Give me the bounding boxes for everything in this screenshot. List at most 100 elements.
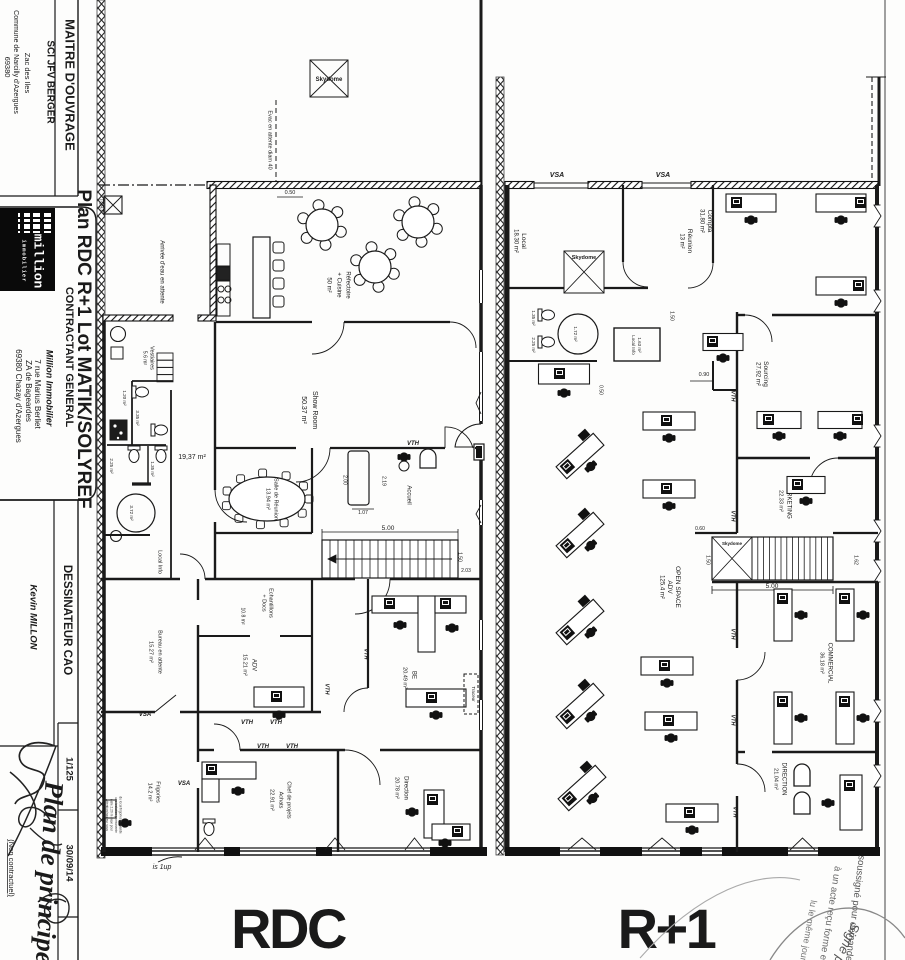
svg-text:125.4 m²: 125.4 m²: [658, 575, 664, 599]
svg-text:+ Cuisine: + Cuisine: [335, 272, 341, 298]
svg-text:Echantillons: Echantillons: [268, 588, 274, 618]
svg-text:50 m²: 50 m²: [325, 277, 331, 292]
svg-text:ZA de Bageardes: ZA de Bageardes: [24, 360, 33, 422]
svg-text:2.00: 2.00: [342, 475, 348, 485]
svg-text:1.50: 1.50: [669, 311, 675, 321]
svg-text:VTH: VTH: [730, 629, 736, 641]
svg-text:Arrivée d'eau en attente: Arrivée d'eau en attente: [158, 240, 164, 304]
svg-text:10.8 m²: 10.8 m²: [240, 608, 246, 625]
svg-text:MAITRE D'OUVRAGE: MAITRE D'OUVRAGE: [63, 19, 78, 151]
svg-text:31.80 m²: 31.80 m²: [698, 209, 704, 233]
svg-text:1/125: 1/125: [63, 757, 74, 781]
svg-text:19,37 m²: 19,37 m²: [178, 454, 206, 461]
svg-text:18.30 m²: 18.30 m²: [512, 229, 518, 253]
svg-text:Show Room: Show Room: [311, 391, 318, 429]
svg-text:1.50: 1.50: [705, 555, 711, 565]
svg-text:Evac en attente diam 40: Evac en attente diam 40: [267, 110, 273, 169]
svg-text:Million Immobilier: Million Immobilier: [45, 350, 55, 427]
svg-text:million: million: [31, 234, 46, 289]
svg-text:ADV: ADV: [250, 659, 256, 671]
svg-text:VTH: VTH: [730, 511, 736, 523]
svg-text:Kevin MILLON: Kevin MILLON: [27, 585, 38, 651]
svg-text:22.91 m²: 22.91 m²: [269, 789, 275, 811]
svg-text:27.92 m²: 27.92 m²: [754, 362, 760, 386]
svg-text:VSA: VSA: [178, 781, 190, 787]
svg-text:36.18 m²: 36.18 m²: [819, 652, 825, 674]
svg-text:DESSINATEUR CAO: DESSINATEUR CAO: [61, 565, 73, 675]
svg-text:VTH: VTH: [730, 715, 736, 727]
svg-text:Accueil: Accueil: [405, 485, 411, 504]
svg-text:30/09/14: 30/09/14: [63, 845, 74, 883]
svg-text:Achats: Achats: [278, 792, 284, 809]
svg-text:+ Docs: + Docs: [261, 594, 267, 612]
svg-text:Commune de Narcilly d'Azergues: Commune de Narcilly d'Azergues: [12, 10, 19, 114]
svg-text:Sourcing: Sourcing: [762, 361, 769, 387]
svg-text:50.37 m²: 50.37 m²: [300, 396, 307, 424]
svg-text:22.33 m²: 22.33 m²: [778, 490, 784, 512]
svg-text:Local Info: Local Info: [157, 550, 163, 574]
svg-text:Skydome: Skydome: [316, 77, 343, 83]
svg-text:15.21 m²: 15.21 m²: [242, 654, 248, 676]
svg-text:OPEN SPACE: OPEN SPACE: [674, 566, 681, 608]
svg-text:VTH: VTH: [257, 744, 270, 750]
svg-text:BE: BE: [410, 671, 416, 679]
svg-text:0.60: 0.60: [695, 526, 705, 532]
svg-text:Réfectoire: Réfectoire: [344, 271, 350, 299]
svg-text:0.90: 0.90: [699, 372, 710, 378]
svg-text:Compta: Compta: [706, 210, 713, 233]
svg-text:Direction: Direction: [402, 776, 408, 800]
svg-text:SCI JFV BERGER: SCI JFV BERGER: [44, 40, 55, 124]
svg-text:TGBT: TGBT: [98, 198, 104, 211]
svg-text:du local frigories demande: du local frigories demande: [119, 796, 123, 834]
svg-text:immobilier: immobilier: [21, 239, 28, 282]
svg-text:VTH: VTH: [363, 649, 369, 661]
svg-text:5.6 m²: 5.6 m²: [142, 351, 148, 366]
svg-text:69380 Chazay d'Azergues: 69380 Chazay d'Azergues: [14, 349, 23, 443]
svg-text:15.27 m²: 15.27 m²: [148, 641, 154, 663]
svg-text:VTH: VTH: [730, 391, 736, 403]
svg-text:1.62: 1.62: [853, 555, 859, 565]
svg-text:(Non contractuel): (Non contractuel): [7, 839, 16, 897]
svg-text:3.35 m²: 3.35 m²: [135, 410, 140, 426]
svg-text:VTH: VTH: [407, 441, 420, 447]
svg-text:Bureau en attente: Bureau en attente: [157, 630, 163, 674]
svg-text:7 rue Marius Berliet: 7 rue Marius Berliet: [33, 359, 42, 429]
svg-text:MARKETING: MARKETING: [785, 483, 791, 519]
svg-text:0.50: 0.50: [285, 190, 296, 196]
svg-text:Chef de projets: Chef de projets: [286, 781, 292, 819]
svg-text:20.49 m²: 20.49 m²: [402, 667, 408, 689]
svg-text:Attention hauteur sous: Attention hauteur sous: [105, 799, 109, 831]
svg-text:13 m²: 13 m²: [678, 233, 684, 248]
svg-text:VTH: VTH: [324, 684, 330, 696]
svg-text:3.72 m²: 3.72 m²: [129, 505, 134, 521]
svg-text:VTH: VTH: [241, 720, 254, 726]
svg-text:une isolation permanente: une isolation permanente: [114, 797, 118, 833]
svg-text:Traceur: Traceur: [471, 686, 476, 702]
svg-text:Frigories: Frigories: [155, 781, 161, 803]
svg-text:2.19: 2.19: [381, 476, 387, 486]
svg-text:1.63 m²: 1.63 m²: [637, 337, 642, 353]
svg-text:Skydome: Skydome: [572, 255, 596, 261]
svg-text:R+1: R+1: [618, 897, 716, 960]
svg-text:14.2 m²: 14.2 m²: [147, 783, 153, 802]
svg-text:2.03: 2.03: [461, 568, 471, 574]
svg-text:69380: 69380: [3, 57, 12, 78]
svg-text:Zac des Iles: Zac des Iles: [23, 53, 32, 94]
svg-text:1.35 m²: 1.35 m²: [531, 310, 536, 326]
svg-text:VSA: VSA: [550, 172, 564, 179]
svg-text:20.78 m²: 20.78 m²: [394, 777, 400, 799]
svg-text:CONTRACTANT GENERAL: CONTRACTANT GENERAL: [63, 287, 75, 428]
svg-text:Plan RDC R+1 Lot MATIK/SOLYREF: Plan RDC R+1 Lot MATIK/SOLYREF: [73, 189, 94, 508]
svg-text:13.94 m²: 13.94 m²: [265, 488, 271, 510]
svg-text:is 1up: is 1up: [153, 864, 172, 871]
svg-text:RDC: RDC: [231, 897, 346, 960]
svg-text:dalle 2.20 m maxi pour: dalle 2.20 m maxi pour: [110, 799, 114, 832]
svg-text:VSA: VSA: [139, 712, 151, 718]
svg-text:1.07: 1.07: [358, 510, 368, 516]
svg-text:Salle de Réunion: Salle de Réunion: [273, 478, 279, 520]
svg-text:Réunion: Réunion: [686, 229, 693, 254]
svg-text:VTH: VTH: [732, 807, 738, 819]
svg-text:1.20 m²: 1.20 m²: [122, 390, 127, 406]
svg-text:1.50: 1.50: [457, 552, 463, 562]
svg-text:VTH: VTH: [286, 744, 299, 750]
